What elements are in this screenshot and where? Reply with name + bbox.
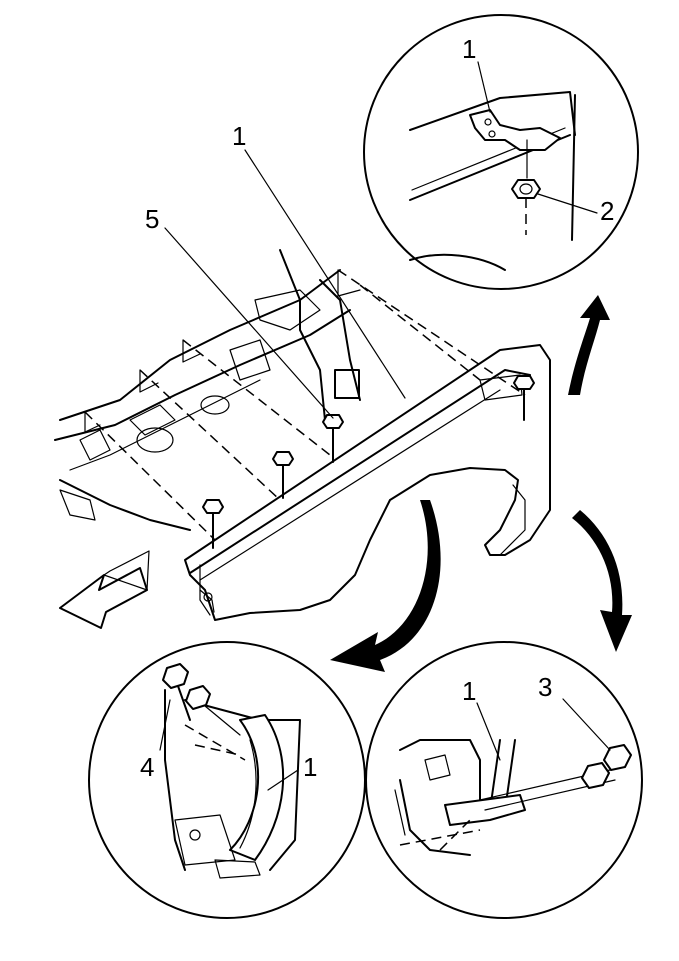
leader-top-bracket — [477, 61, 491, 113]
front-fender — [184, 344, 551, 621]
fender-bolt-3 — [322, 414, 344, 463]
body-structure — [54, 249, 361, 531]
fender-bolt-1 — [202, 499, 224, 549]
arrow-to-left-detail — [330, 500, 441, 672]
leader-top-nut — [537, 193, 598, 214]
leader-left-bolt — [159, 699, 171, 751]
callout-top-bracket: 1 — [462, 34, 476, 64]
callout-right-bracket: 1 — [462, 676, 476, 706]
callout-left-fender: 1 — [303, 752, 317, 782]
arrow-to-right-detail — [572, 510, 632, 652]
callout-top-nut: 2 — [600, 196, 614, 226]
leader-main-bolt — [164, 227, 334, 419]
top-detail-circle — [363, 14, 639, 290]
fender-bolts — [202, 375, 535, 549]
alignment-lines — [84, 269, 526, 541]
vehicle-front-arrow — [59, 550, 150, 629]
callout-main-fender: 1 — [232, 121, 246, 151]
fender-bolt-2 — [272, 451, 294, 499]
fender-bolt-4 — [513, 375, 535, 421]
leader-main-fender — [244, 149, 406, 399]
right-detail-circle — [365, 641, 643, 919]
leader-left-fender — [267, 769, 299, 791]
callout-left-bolt: 4 — [140, 752, 154, 782]
leader-right-bolt — [562, 698, 611, 751]
callout-main-bolt: 5 — [145, 204, 159, 234]
callout-right-bolt: 3 — [538, 672, 552, 702]
leader-right-bracket — [476, 702, 501, 761]
arrow-to-top-detail — [568, 295, 610, 395]
left-detail-circle — [88, 641, 366, 919]
